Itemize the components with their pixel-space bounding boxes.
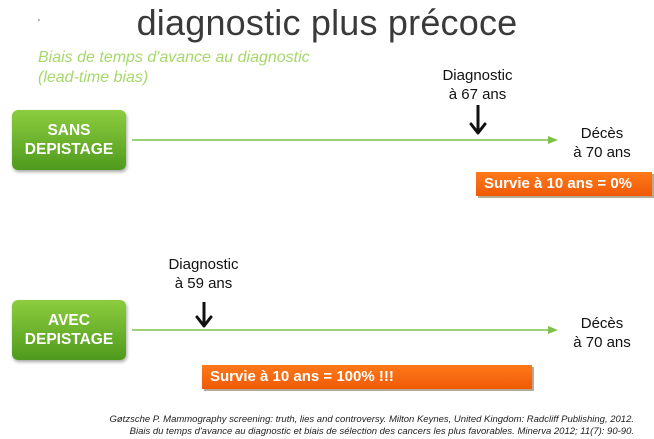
label-avec-depistage: AVEC DEPISTAGE [12, 300, 126, 360]
diagnostic-arrow-59 [195, 302, 213, 328]
death-sans-line-1: Décès [580, 125, 624, 142]
death-sans-line-2: à 70 ans [573, 144, 631, 161]
death-label-sans: Décès à 70 ans [562, 124, 642, 162]
label-avec-line-1: AVEC [48, 312, 90, 329]
footnote-line-1: Gøtzsche P. Mammography screening: truth… [109, 414, 634, 425]
label-sans-depistage: SANS DEPISTAGE [12, 110, 126, 170]
diagnostic-59-line-1: Diagnostic [168, 256, 239, 273]
timeline-arrowhead-sans [548, 136, 558, 144]
subtitle: Biais de temps d'avance au diagnostic (l… [38, 48, 310, 88]
diagnostic-label-59: Diagnostic à 59 ans [156, 255, 251, 293]
label-sans-line-2: DEPISTAGE [24, 141, 114, 158]
label-sans-line-1: SANS [47, 122, 91, 139]
footnote-line-2: Biais du temps d'avance au diagnostic et… [129, 426, 634, 437]
death-avec-line-1: Décès [580, 315, 624, 332]
label-avec-line-2: DEPISTAGE [24, 331, 114, 348]
diagnostic-label-67: Diagnostic à 67 ans [430, 66, 525, 104]
timeline-arrowhead-avec [548, 326, 558, 334]
subtitle-line-1: Biais de temps d'avance au diagnostic [38, 49, 310, 66]
footnote: Gøtzsche P. Mammography screening: truth… [14, 414, 634, 438]
survival-bar-sans: Survie à 10 ans = 0% [476, 172, 652, 196]
diagnostic-arrow-67 [469, 105, 487, 135]
diagnostic-67-line-1: Diagnostic [442, 67, 513, 84]
death-avec-line-2: à 70 ans [573, 334, 631, 351]
page-title: diagnostic plus précoce [136, 2, 518, 43]
diagnostic-67-line-2: à 67 ans [448, 86, 507, 103]
title-mark: ' [38, 18, 40, 29]
diagnostic-59-line-2: à 59 ans [174, 275, 233, 292]
survival-bar-avec: Survie à 10 ans = 100% !!! [202, 365, 532, 389]
death-label-avec: Décès à 70 ans [562, 314, 642, 352]
subtitle-line-2: (lead-time bias) [38, 69, 149, 86]
